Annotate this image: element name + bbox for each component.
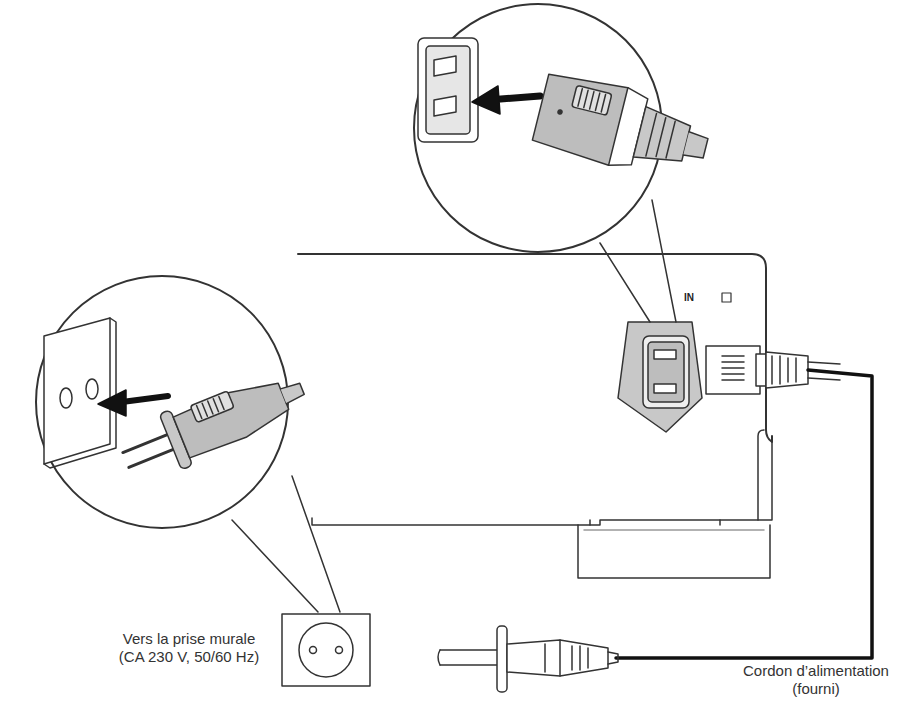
ac-inlet [618,322,702,432]
wall-outlet [282,614,370,686]
device-panel [298,254,772,578]
inlet-detail [414,4,715,252]
leader-line [232,476,340,612]
power-cable [616,370,872,658]
mains-plug [438,626,618,692]
inlet-marking: IN [684,292,718,304]
outlet-label: Vers la prise murale (CA 230 V, 50/60 Hz… [110,630,268,666]
outlet-detail [36,276,313,528]
cord-label: Cordon d’alimentation (fourni) [733,662,899,698]
